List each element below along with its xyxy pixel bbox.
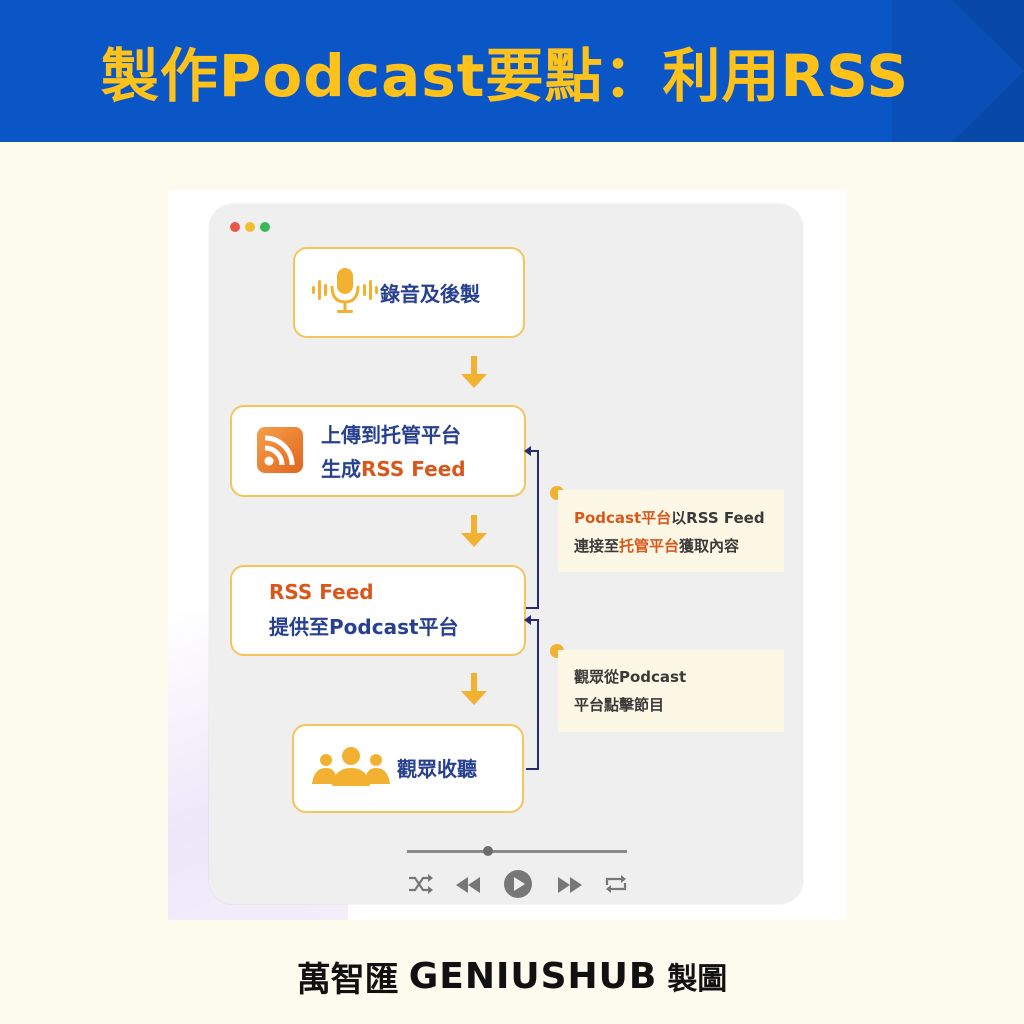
step-recording-label: 錄音及後製 [380,282,480,306]
note-audience-click: 觀眾從Podcast 平台點擊節目 [558,650,784,732]
credit-suffix: 製圖 [667,962,728,997]
rewind-icon[interactable] [455,877,481,893]
step-rss-feed-line1: RSS Feed [269,580,374,604]
note-platform-connect: Podcast平台以RSS Feed 連接至托管平台獲取內容 [558,490,784,572]
chevron-decoration [892,0,1024,142]
microphone-icon [312,268,378,313]
feedback-connectors [524,446,539,770]
audience-icon [312,747,390,786]
repeat-icon[interactable] [603,873,629,895]
step-rss-feed-line2: 提供至Podcast平台 [269,615,459,639]
arrow-down-icon [461,356,487,388]
window-maximize-dot [260,222,270,232]
arrow-down-icon [461,673,487,705]
window-close-dot [230,222,240,232]
shuffle-icon[interactable] [407,873,433,895]
rss-icon [257,427,303,473]
footer-credit: 萬智匯 GENIUSHUB 製圖 [0,946,1024,1006]
step-upload-line2: 生成RSS Feed [321,457,466,481]
step-upload-line1: 上傳到托管平台 [321,423,461,447]
play-icon[interactable] [503,869,533,899]
step-audience-label: 觀眾收聽 [397,757,477,781]
header-banner: 製作Podcast要點：利用RSS [0,0,1024,142]
fast-forward-icon[interactable] [557,877,583,893]
brand-chinese: 萬智匯 [296,959,399,1000]
progress-knob[interactable] [483,846,494,856]
step-rss-feed-box [230,565,526,656]
brand-logo-text: GENIUSHUB [408,955,658,997]
step-audience-box [292,724,524,813]
progress-track[interactable] [407,850,627,853]
window-minimize-dot [245,222,255,232]
arrow-down-icon [461,515,487,547]
page-title: 製作Podcast要點：利用RSS [100,42,910,110]
